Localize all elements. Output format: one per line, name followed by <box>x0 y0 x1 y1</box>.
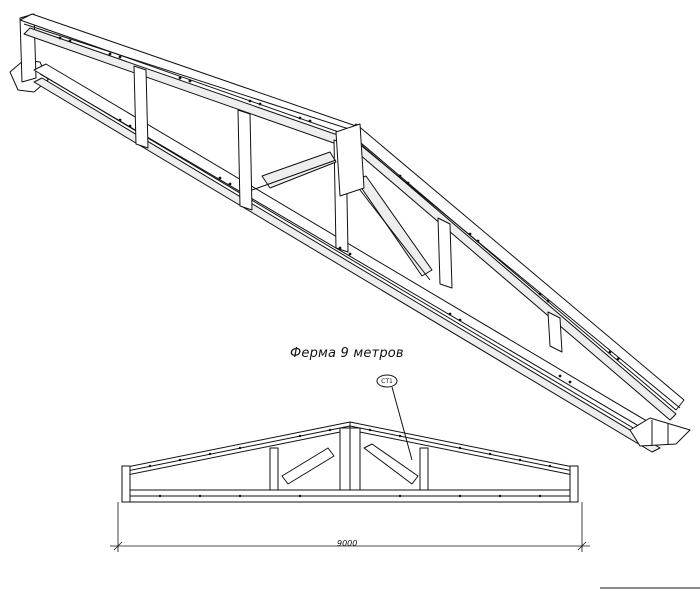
elev-bolt-holes <box>148 428 552 498</box>
isometric-truss-view <box>9 13 691 453</box>
span-dimension-label: 9000 <box>337 539 358 548</box>
vertical-post-1 <box>133 65 149 149</box>
elev-post-3 <box>349 427 361 491</box>
elev-post-2 <box>339 427 351 491</box>
elevation-truss-view <box>121 374 579 503</box>
top-chord-left <box>19 13 357 137</box>
bottom-chord <box>33 63 673 445</box>
elev-right-end-post <box>569 465 579 503</box>
vertical-post-2 <box>237 109 253 211</box>
elev-left-end-post <box>121 465 131 503</box>
elev-post-1 <box>269 447 279 491</box>
bolt-holes <box>58 36 620 384</box>
vertical-post-4 <box>437 217 453 289</box>
elev-post-4 <box>419 447 429 491</box>
drawing-caption: Ферма 9 метров <box>290 346 404 361</box>
node-tag-label: СТ1 <box>381 378 393 385</box>
elev-diagonal-left <box>281 447 335 485</box>
node-tag-leader <box>391 386 413 461</box>
ridge-gusset <box>335 123 365 197</box>
elev-diagonal-right <box>363 443 419 485</box>
vertical-post-5 <box>547 311 563 353</box>
right-base-plate <box>629 417 691 447</box>
node-tag-bubble <box>376 374 398 388</box>
span-dimension <box>110 502 590 552</box>
